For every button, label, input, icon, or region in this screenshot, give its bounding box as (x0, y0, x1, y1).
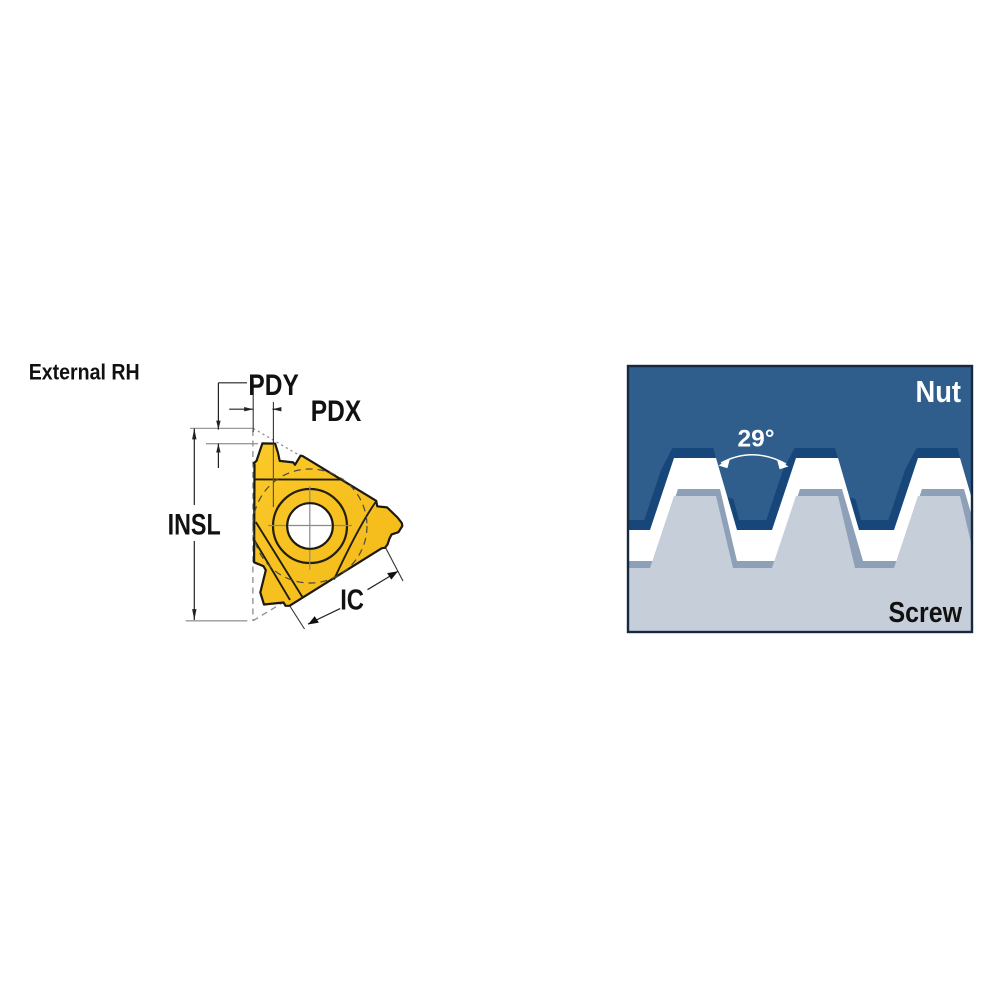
svg-text:Screw: Screw (889, 597, 963, 629)
svg-text:PDX: PDX (311, 395, 361, 428)
svg-text:External RH: External RH (29, 360, 140, 385)
svg-text:PDY: PDY (248, 369, 298, 402)
svg-text:Nut: Nut (916, 374, 962, 409)
svg-text:29°: 29° (737, 426, 774, 453)
svg-text:IC: IC (340, 584, 364, 616)
svg-text:INSL: INSL (168, 509, 221, 542)
